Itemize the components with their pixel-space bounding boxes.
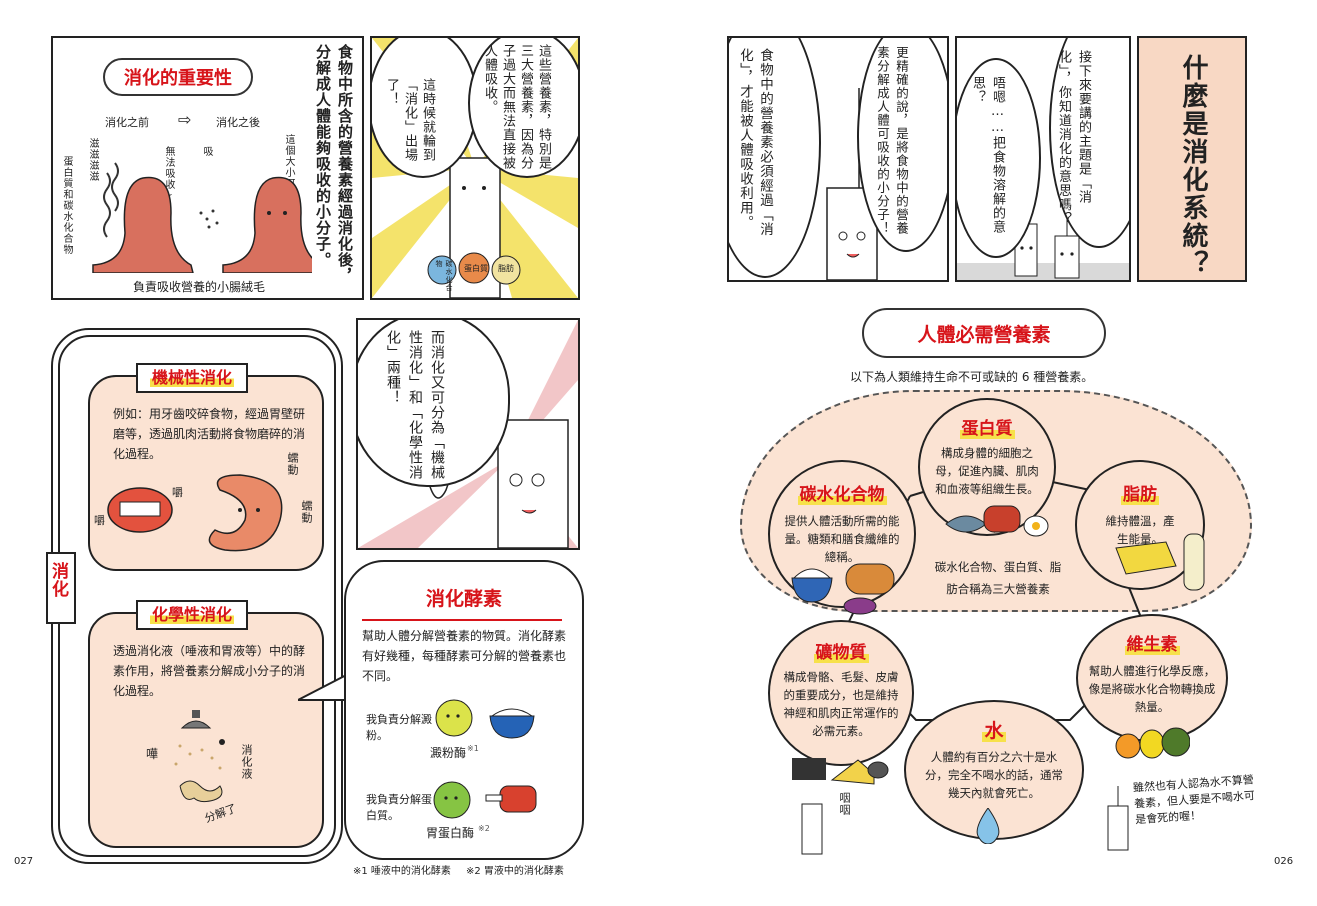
rice-bread-illustration xyxy=(791,563,895,615)
nutrients-title: 人體必需營養素 xyxy=(917,323,1051,346)
panel-title-cloud: 消化的重要性 xyxy=(103,58,253,96)
nutrient-water-title: 水 xyxy=(982,720,1006,742)
mouth-stomach-illustration xyxy=(107,474,283,552)
handwriting-1: 滋滋滋滋 xyxy=(87,138,98,182)
speech-text-answer: 唔嗯……把食物溶解的意思？ xyxy=(970,76,1005,234)
chemical-text: 透過消化液（唾液和胃液等）中的酵素作用，將營養素分解成小分子的消化過程。 xyxy=(113,644,306,698)
vitamins-food-illustration xyxy=(1115,727,1190,759)
food-label-protein: 蛋白質 xyxy=(464,264,488,273)
villi-illustration xyxy=(92,162,323,273)
floor-strip xyxy=(957,263,1129,280)
mechanical-text: 例如：用牙齒咬碎食物，經過胃壁研磨等，透過肌肉活動將食物磨碎的消化過程。 xyxy=(113,407,306,461)
sfx-chew-2: 嚼 xyxy=(94,514,105,527)
enzyme-name-amylase: 澱粉酶 xyxy=(430,746,467,760)
nutrient-protein-text: 構成身體的細胞之母，促進內臟、肌肉和血液等組織生長。 xyxy=(935,446,1039,496)
speech-text-1: 這些營養素，特別是三大營養素，因為分子過大而無法直接被人體吸收。 xyxy=(482,44,551,170)
nutrient-carbs: 碳水化合物 提供人體活動所需的能量。糖類和膳食纖維的總稱。 xyxy=(768,460,916,608)
speech-bubble-answer xyxy=(957,58,1041,258)
panel-precise-definition: 食物中的營養素必須經過「消化」，才能被人體吸收利用。 更精確的說，是將食物中的營… xyxy=(727,36,949,282)
enzyme-text: 幫助人體分解營養素的物質。消化酵素有好幾種，每種酵素可分解的營養素也不同。 xyxy=(362,629,567,683)
footnote-2: ※2 胃液中的消化酵素 xyxy=(466,866,564,877)
sfx-splash: 嘩 xyxy=(146,747,159,761)
nutrient-vitamins-text: 幫助人體進行化學反應，像是將碳水化合物轉換成熱量。 xyxy=(1088,664,1216,714)
sfx-gulp: 咽咽 xyxy=(838,792,851,816)
panel-three-nutrients: 這些營養素，特別是三大營養素，因為分子過大而無法直接被人體吸收。 這時候就輪到「… xyxy=(370,36,580,300)
speech-text: 而消化又可分為「機械性消化」和「化學性消化」兩種！ xyxy=(385,330,445,480)
label-after: 消化之後 xyxy=(216,116,260,129)
water-drop-icon xyxy=(976,808,1000,844)
minerals-food-illustration xyxy=(792,758,889,785)
speech-bubble-right xyxy=(857,38,947,252)
nutrient-minerals: 礦物質 構成骨骼、毛髮、皮膚的重要成分，也是維持神經和肌肉正常運作的必需元素。 xyxy=(768,620,914,766)
sfx-chew-1: 嚼 xyxy=(172,486,183,499)
enzyme-note-2: ※2 xyxy=(478,824,490,833)
speech-text-question: 接下來要講的主題是「消化」，你知道消化的意思嗎？ xyxy=(1056,50,1091,226)
handwriting-4: 這個大小可以! xyxy=(283,134,294,212)
sfx-squirm-2: 蠕動 xyxy=(300,500,313,524)
label-before: 消化之前 xyxy=(105,116,149,129)
sfx-squirm-1: 蠕動 xyxy=(286,452,299,476)
nutrient-protein-title: 蛋白質 xyxy=(959,419,1015,439)
handwriting-pepsin: 我負責分解蛋白質。 xyxy=(366,793,432,822)
nutrient-fat-text: 維持體溫，產生能量。 xyxy=(1105,514,1175,546)
panel-question: 接下來要講的主題是「消化」，你知道消化的意思嗎？ 唔嗯……把食物溶解的意思？ xyxy=(955,36,1131,282)
enzyme-note-1: ※1 xyxy=(467,744,479,753)
page-number-left: 027 xyxy=(14,856,34,867)
amylase-rice-illustration xyxy=(435,699,535,739)
label-digestive-juice: 消化液 xyxy=(240,744,253,780)
bottle-character xyxy=(801,803,823,855)
food-label-carbs: 碳水化合物 xyxy=(435,260,453,292)
mechanical-digestion-box xyxy=(88,375,324,571)
handwriting-amylase: 我負責分解澱粉。 xyxy=(366,713,432,742)
panel-caption: 負責吸收營養的小腸絨毛 xyxy=(133,280,266,294)
handwriting-2: 無法吸收~ xyxy=(163,146,174,202)
butter-oil-illustration xyxy=(1115,533,1205,591)
nutrient-vitamins-title: 維生素 xyxy=(1124,635,1180,655)
nutrient-minerals-text: 構成骨骼、毛髮、皮膚的重要成分，也是維持神經和肌肉正常運作的必需元素。 xyxy=(783,670,899,738)
nutrient-water: 水 人體約有百分之六十是水分，完全不喝水的話，通常幾天內就會死亡。 xyxy=(904,700,1084,840)
panel-title: 消化的重要性 xyxy=(124,68,232,89)
handwriting-3: 吸 xyxy=(201,146,212,157)
digestion-side-label: 消化 xyxy=(46,552,76,624)
enzyme-cloud xyxy=(344,560,584,860)
arrow-right-icon: ⇨ xyxy=(178,110,192,129)
macronutrient-note: 碳水化合物、蛋白質、脂肪合稱為三大營養素 xyxy=(934,560,1062,596)
ruler-character xyxy=(358,320,578,548)
nutrients-title-cloud: 人體必需營養素 xyxy=(862,308,1106,358)
panel1-narration: 食物中所含的營養素經過消化後，分解成人體能夠吸收的小分子。 xyxy=(312,44,356,284)
panel-two-types: 而消化又可分為「機械性消化」和「化學性消化」兩種！ xyxy=(356,318,580,550)
speech-bubble xyxy=(358,320,510,487)
digestive-juice-illustration xyxy=(174,710,225,803)
nutrient-carbs-title: 碳水化合物 xyxy=(797,485,887,505)
enzyme-title-underline xyxy=(362,619,562,621)
food-label-fat: 脂肪 xyxy=(498,264,514,273)
footnote-1: ※1 唾液中的消化酵素 xyxy=(353,866,451,877)
nutrient-minerals-title: 礦物質 xyxy=(813,643,869,663)
enzyme-name-pepsin: 胃蛋白酶 xyxy=(426,826,475,840)
speech-bubble-wide xyxy=(468,38,578,178)
label-nutrients: 蛋白質和碳水化合物 xyxy=(61,156,72,255)
mechanical-title: 機械性消化 xyxy=(136,363,248,393)
speech-text-upper: 更精確的說，是將食物中的營養素分解成人體可吸收的小分子！ xyxy=(875,46,909,235)
speech-text-lower: 食物中的營養素必須經過「消化」，才能被人體吸收利用。 xyxy=(737,48,773,237)
speech-bubble-narrow xyxy=(372,38,478,178)
handwritten-note: 雖然也有人認為水不算營養素，但人要是不喝水可是會死的喔！ xyxy=(1132,773,1256,827)
chapter-header-title: 什麼是消化系統？ xyxy=(1178,54,1208,278)
chemical-digestion-box xyxy=(88,612,324,848)
nutrient-water-text: 人體約有百分之六十是水分，完全不喝水的話，通常幾天內就會死亡。 xyxy=(925,750,1063,800)
nutrient-protein: 蛋白質 構成身體的細胞之母，促進內臟、肌肉和血液等組織生長。 xyxy=(918,398,1056,536)
speech-text-2: 這時候就輪到「消化」出場了！ xyxy=(384,78,435,162)
nutrient-carbs-text: 提供人體活動所需的能量。糖類和膳食纖維的總稱。 xyxy=(784,514,900,564)
nutrients-subtitle: 以下為人類維持生命不可或缺的 6 種營養素。 xyxy=(850,370,1094,384)
panel-digestion-importance: 消化的重要性 消化之前 ⇨ 消化之後 蛋白質和碳水化合物 滋滋滋滋 無法吸收~ … xyxy=(51,36,364,300)
chemical-title: 化學性消化 xyxy=(136,600,248,630)
enzyme-title: 消化酵素 xyxy=(425,588,502,610)
page-number-right: 026 xyxy=(1274,856,1294,867)
syringe-small-character xyxy=(1107,786,1129,851)
fish-meat-egg-illustration xyxy=(945,505,1049,537)
pepsin-meat-illustration xyxy=(433,781,537,819)
chapter-header-box: 什麼是消化系統？ xyxy=(1137,36,1247,282)
nutrient-fat-title: 脂肪 xyxy=(1121,485,1159,505)
